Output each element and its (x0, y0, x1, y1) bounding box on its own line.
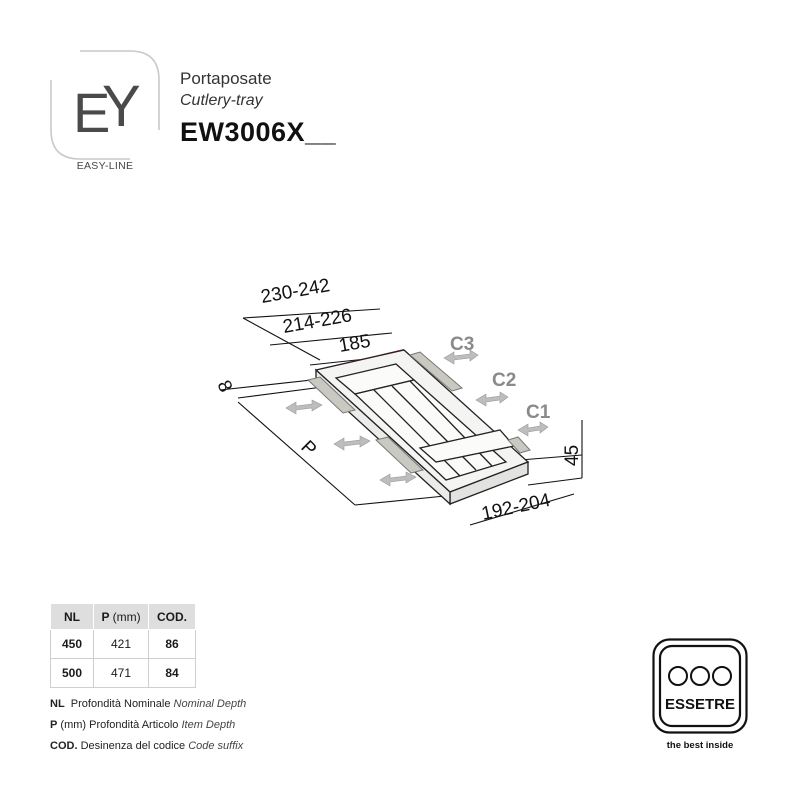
table-row: 500 471 84 (50, 658, 196, 688)
dim-base-width: 192-204 (480, 490, 553, 525)
cell-nl: 500 (50, 658, 94, 688)
essetre-logo: ESSETRE (652, 638, 748, 734)
legend-p: P (mm) Profondità Articolo Item Depth (50, 719, 236, 731)
dim-inner-width: 214-226 (281, 305, 353, 338)
spec-table: NL P (mm) COD. 450 421 86 500 471 84 (50, 603, 196, 688)
header-p: P (mm) (93, 603, 149, 630)
logo-e: E (73, 81, 110, 144)
side-rails (306, 351, 531, 474)
dim-outer-width: 230-242 (259, 275, 331, 308)
product-name-italian: Portaposate (180, 69, 272, 88)
clearance-c3: C3 (450, 334, 474, 355)
essetre-name: ESSETRE (665, 696, 735, 713)
clearance-c2: C2 (492, 370, 516, 391)
dim-line-outer (242, 308, 381, 319)
cell-nl: 450 (50, 629, 94, 659)
logo-y: Y (102, 74, 141, 139)
cell-p: 421 (93, 629, 149, 659)
dim-insert-width: 185 (337, 331, 372, 357)
product-name-english: Cutlery-tray (180, 92, 263, 109)
dim-line-depth (237, 401, 356, 506)
table-row: 450 421 86 (50, 629, 196, 659)
header-cod: COD. (148, 603, 196, 630)
dim-side: 8 (212, 377, 236, 395)
dim-line-inner (269, 332, 393, 346)
cell-p: 471 (93, 658, 149, 688)
essetre-tagline: the best inside (666, 740, 734, 751)
ey-logo: E Y (50, 50, 160, 160)
cell-cod: 84 (148, 658, 196, 688)
clearance-c1: C1 (526, 402, 551, 423)
legend-cod: COD. Desinenza del codice Code suffix (50, 740, 244, 752)
cell-cod: 86 (148, 629, 196, 659)
dim-line-base (469, 493, 575, 526)
dim-height: 45 (562, 445, 583, 466)
cutlery-tray-body (314, 349, 530, 506)
adjustment-arrows (285, 349, 549, 487)
easy-line-label: EASY-LINE (76, 160, 134, 172)
product-code: EW3006X__ (180, 117, 337, 147)
legend-nl: NL Profondità Nominale Nominal Depth (50, 698, 247, 710)
header-nl: NL (50, 603, 94, 630)
